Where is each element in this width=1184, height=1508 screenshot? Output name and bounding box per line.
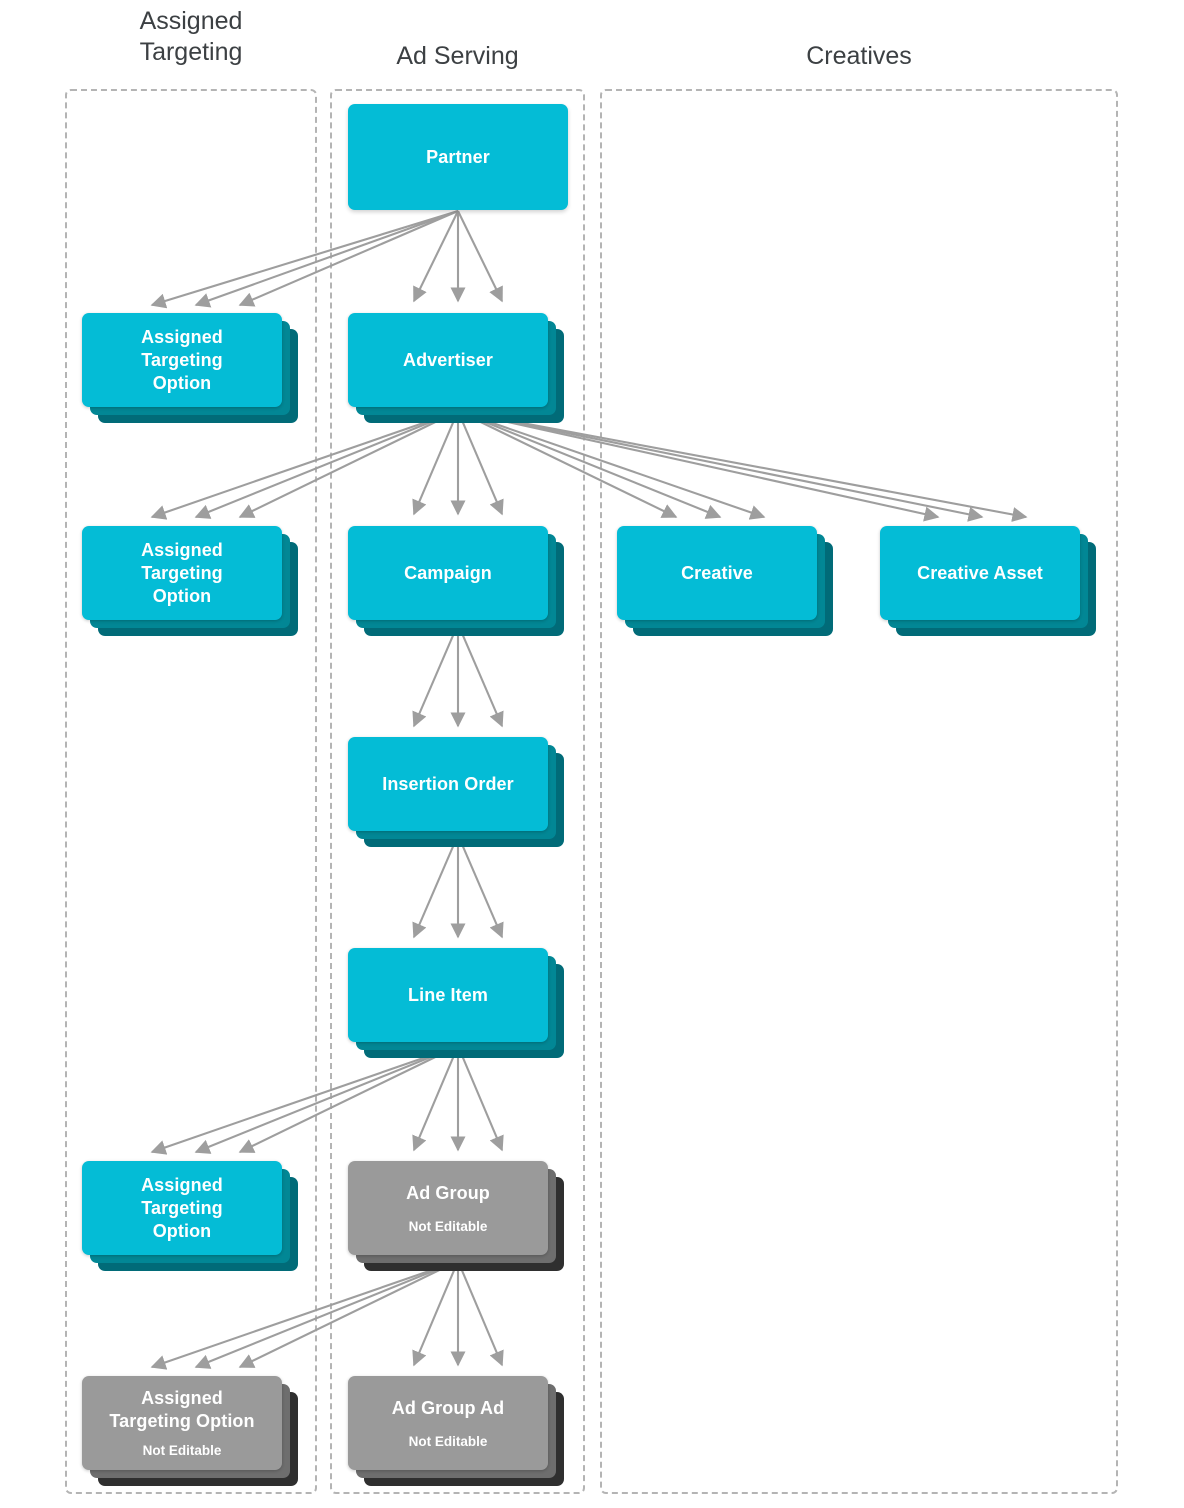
node-title: Assigned Targeting Option bbox=[109, 1388, 255, 1431]
node-insertion-order-face[interactable]: Insertion Order bbox=[348, 737, 548, 831]
node-assigned-targeting-option-3-face[interactable]: Assigned Targeting Option bbox=[82, 1161, 282, 1255]
node-line-item-face[interactable]: Line Item bbox=[348, 948, 548, 1042]
column-container-ad-serving bbox=[330, 89, 585, 1494]
node-assigned-targeting-option-1-face[interactable]: Assigned Targeting Option bbox=[82, 313, 282, 407]
column-title-line: Targeting bbox=[139, 38, 243, 66]
node-partner[interactable]: Partner bbox=[348, 104, 568, 210]
node-status-badge: Not Editable bbox=[408, 1433, 488, 1449]
column-title-line: Creatives bbox=[806, 42, 912, 70]
column-title-line: Ad Serving bbox=[396, 42, 519, 70]
node-campaign-face[interactable]: Campaign bbox=[348, 526, 548, 620]
node-title: Partner bbox=[426, 146, 490, 167]
node-creative[interactable]: Creative bbox=[617, 526, 833, 636]
node-title: Assigned Targeting Option bbox=[141, 326, 223, 393]
node-assigned-targeting-option-4-face[interactable]: Assigned Targeting Option Not Editable bbox=[82, 1376, 282, 1470]
node-title: Line Item bbox=[408, 984, 488, 1005]
node-advertiser[interactable]: Advertiser bbox=[348, 313, 564, 423]
node-insertion-order[interactable]: Insertion Order bbox=[348, 737, 564, 847]
node-ad-group-ad[interactable]: Ad Group Ad Not Editable bbox=[348, 1376, 564, 1486]
node-creative-asset-face[interactable]: Creative Asset bbox=[880, 526, 1080, 620]
node-title: Ad Group Ad bbox=[391, 1397, 505, 1418]
column-container-assigned-targeting bbox=[65, 89, 317, 1494]
column-title-assigned-targeting: Assigned Targeting bbox=[65, 6, 317, 68]
node-ad-group-face[interactable]: Ad Group Not Editable bbox=[348, 1161, 548, 1255]
node-line-item[interactable]: Line Item bbox=[348, 948, 564, 1058]
node-status-badge: Not Editable bbox=[408, 1218, 488, 1234]
node-status-badge: Not Editable bbox=[142, 1443, 222, 1458]
node-title: Creative Asset bbox=[917, 562, 1043, 583]
node-advertiser-face[interactable]: Advertiser bbox=[348, 313, 548, 407]
node-title: Insertion Order bbox=[382, 773, 514, 794]
node-title: Ad Group bbox=[406, 1182, 490, 1203]
node-title: Assigned Targeting Option bbox=[141, 539, 223, 606]
node-creative-face[interactable]: Creative bbox=[617, 526, 817, 620]
node-ad-group[interactable]: Ad Group Not Editable bbox=[348, 1161, 564, 1271]
node-title: Advertiser bbox=[402, 349, 494, 370]
column-title-ad-serving: Ad Serving bbox=[330, 41, 585, 72]
node-assigned-targeting-option-1[interactable]: Assigned Targeting Option bbox=[82, 313, 298, 423]
node-creative-asset[interactable]: Creative Asset bbox=[880, 526, 1096, 636]
node-partner-face[interactable]: Partner bbox=[348, 104, 568, 210]
node-campaign[interactable]: Campaign bbox=[348, 526, 564, 636]
node-assigned-targeting-option-2[interactable]: Assigned Targeting Option bbox=[82, 526, 298, 636]
node-title: Assigned Targeting Option bbox=[141, 1174, 223, 1241]
node-assigned-targeting-option-3[interactable]: Assigned Targeting Option bbox=[82, 1161, 298, 1271]
node-assigned-targeting-option-2-face[interactable]: Assigned Targeting Option bbox=[82, 526, 282, 620]
node-title: Campaign bbox=[404, 562, 492, 583]
column-container-creatives bbox=[600, 89, 1118, 1494]
node-ad-group-ad-face[interactable]: Ad Group Ad Not Editable bbox=[348, 1376, 548, 1470]
node-title: Creative bbox=[681, 562, 753, 583]
node-assigned-targeting-option-4[interactable]: Assigned Targeting Option Not Editable bbox=[82, 1376, 298, 1486]
column-title-creatives: Creatives bbox=[600, 41, 1118, 72]
column-title-line: Assigned bbox=[139, 7, 243, 35]
